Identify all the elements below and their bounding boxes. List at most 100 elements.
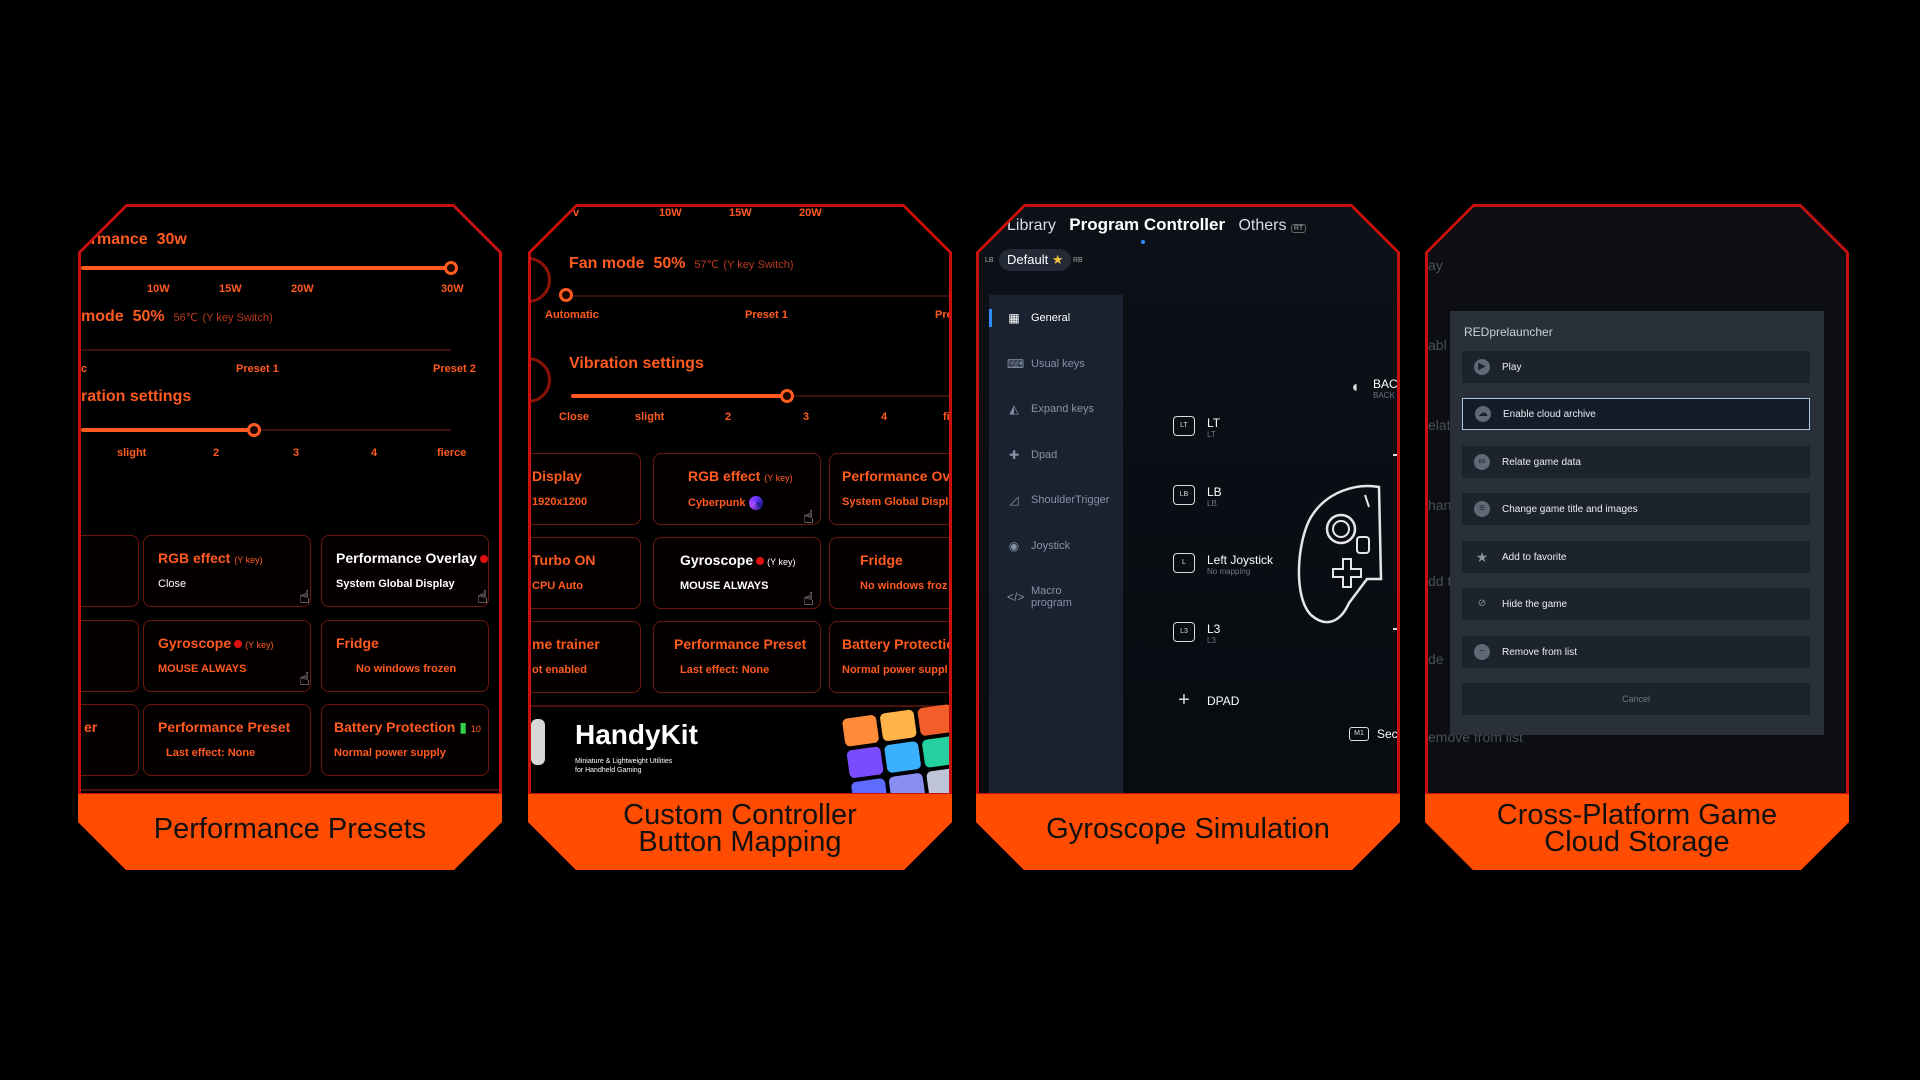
controller-config-screen: Library Program Controller Others RT LB … bbox=[979, 207, 1397, 793]
pointer-hand-icon: ☝ bbox=[299, 587, 310, 607]
tile-partial[interactable]: er bbox=[81, 704, 139, 776]
m1-button-icon: M1 bbox=[1349, 727, 1369, 741]
pointer-hand-icon: ☝ bbox=[803, 507, 814, 527]
performance-slider-knob[interactable] bbox=[444, 261, 458, 275]
card-controller-mapping: v 10W 15W 20W Fan mode 50% 57℃ (Y key Sw… bbox=[528, 204, 952, 870]
vib-tick: 3 bbox=[803, 411, 810, 423]
nav-general[interactable]: ▦General bbox=[1008, 311, 1071, 325]
fan-slider-track[interactable] bbox=[81, 349, 451, 351]
vibration-slider-knob[interactable] bbox=[780, 389, 794, 403]
eye-off-icon: ⊘ bbox=[1477, 598, 1487, 609]
performance-screen: ormance 30w 10W 15W 20W 30W mode 50% 56℃… bbox=[81, 207, 499, 793]
tile-partial[interactable] bbox=[81, 620, 139, 692]
tab-program-controller[interactable]: Program Controller bbox=[1069, 215, 1226, 234]
mapping-back[interactable]: BAC BACK bbox=[1373, 377, 1397, 400]
cancel-button[interactable]: Cancel bbox=[1462, 683, 1810, 715]
card-performance-presets: ormance 30w 10W 15W 20W 30W mode 50% 56℃… bbox=[78, 204, 502, 870]
menu-enable-cloud-archive[interactable]: ☁Enable cloud archive bbox=[1462, 398, 1810, 430]
card-gyroscope-simulation: Library Program Controller Others RT LB … bbox=[976, 204, 1400, 870]
dpad-icon: + bbox=[1178, 689, 1190, 711]
code-icon: </> bbox=[1007, 590, 1025, 604]
remove-icon: − bbox=[1474, 644, 1490, 660]
perf-tick: 20W bbox=[291, 283, 314, 295]
turbo-tile[interactable]: Turbo ON CPU Auto bbox=[531, 537, 641, 609]
dpad-icon: ✚ bbox=[1008, 448, 1020, 462]
menu-hide-the-game[interactable]: ⊘Hide the game bbox=[1462, 588, 1810, 620]
mapping-dpad[interactable]: + DPAD bbox=[1173, 689, 1239, 711]
performance-overlay-tile[interactable]: Performance Overlay System Global Displa… bbox=[321, 535, 489, 607]
perf-tick: 30W bbox=[441, 283, 464, 295]
vib-tick: slight bbox=[117, 447, 147, 459]
perf-tick: 15W bbox=[729, 207, 752, 219]
battery-protection-tile[interactable]: Battery Protection Normal power suppl bbox=[829, 621, 949, 693]
vib-tick: 2 bbox=[213, 447, 220, 459]
mapping-second[interactable]: Seco bbox=[1377, 727, 1397, 741]
pointer-hand-icon: ☝ bbox=[477, 587, 488, 607]
rt-hint: RT bbox=[1290, 224, 1307, 233]
fridge-tile[interactable]: Fridge No windows frozen bbox=[321, 620, 489, 692]
perf-tick: 15W bbox=[219, 283, 242, 295]
fridge-tile[interactable]: Fridge No windows froz bbox=[829, 537, 949, 609]
vibration-slider-knob[interactable] bbox=[247, 423, 261, 437]
context-menu-dialog: REDprelauncher ▶Play ☁Enable cloud archi… bbox=[1450, 311, 1824, 735]
active-nav-marker bbox=[989, 309, 992, 327]
back-button-icon: ◖ bbox=[1350, 379, 1360, 396]
battery-protection-tile[interactable]: Battery Protection ▮ 10 Normal power sup… bbox=[321, 704, 489, 776]
star-icon: ★ bbox=[1051, 252, 1064, 267]
profile-selector[interactable]: Default ★ bbox=[999, 249, 1072, 271]
menu-play[interactable]: ▶Play bbox=[1462, 351, 1810, 383]
handykit-logo: HandyKit bbox=[575, 719, 698, 750]
vib-tick: fierce bbox=[437, 447, 467, 459]
perf-tick: 20W bbox=[799, 207, 822, 219]
gyroscope-tile[interactable]: Gyroscope(Y key) MOUSE ALWAYS bbox=[653, 537, 821, 609]
pointer-hand-icon: ☝ bbox=[803, 589, 814, 609]
tile-partial[interactable] bbox=[81, 535, 139, 607]
nav-shoulder-trigger[interactable]: ◿ShoulderTrigger bbox=[989, 480, 1123, 520]
bg-menu-text: de bbox=[1428, 651, 1444, 667]
gyroscope-tile[interactable]: Gyroscope(Y key) MOUSE ALWAYS bbox=[143, 620, 311, 692]
tab-library[interactable]: Library bbox=[1007, 217, 1056, 234]
joystick-icon: ◉ bbox=[1008, 539, 1020, 553]
vib-tick: 4 bbox=[371, 447, 378, 459]
display-tile[interactable]: Display 1920x1200 bbox=[531, 453, 641, 525]
gamepad-icon: ◭ bbox=[1009, 402, 1019, 416]
nav-dpad[interactable]: ✚Dpad bbox=[1008, 448, 1058, 462]
rgb-effect-tile[interactable]: RGB effect (Y key) Cyberpunk bbox=[653, 453, 821, 525]
game-trainer-tile[interactable]: me trainer ot enabled bbox=[531, 621, 641, 693]
menu-change-title-images[interactable]: ≡Change game title and images bbox=[1462, 493, 1810, 525]
vibration-slider-track[interactable] bbox=[81, 429, 451, 431]
vibration-label: ration settings bbox=[81, 388, 192, 405]
perf-tick: 10W bbox=[659, 207, 682, 219]
controller-outline-illustration bbox=[1297, 454, 1397, 630]
divider bbox=[531, 705, 949, 707]
menu-relate-game-data[interactable]: ∞Relate game data bbox=[1462, 446, 1810, 478]
vibration-ring-icon bbox=[531, 357, 551, 403]
performance-preset-tile[interactable]: Performance Preset Last effect: None bbox=[143, 704, 311, 776]
card-cloud-storage: ay abl elat hang dd t de emove from list… bbox=[1425, 204, 1849, 870]
menu-remove-from-list[interactable]: −Remove from list bbox=[1462, 636, 1810, 668]
fan-tick: Preset 1 bbox=[745, 309, 788, 321]
vib-tick: slight bbox=[635, 411, 665, 423]
fan-tick: Preset 2 bbox=[433, 363, 476, 375]
menu-add-to-favorite[interactable]: ★Add to favorite bbox=[1462, 541, 1810, 573]
nav-expand-keys[interactable]: ◭Expand keys bbox=[989, 389, 1123, 429]
nav-joystick[interactable]: ◉Joystick bbox=[1008, 539, 1071, 553]
fan-slider-knob[interactable] bbox=[559, 288, 573, 302]
performance-preset-tile[interactable]: Performance Preset Last effect: None bbox=[653, 621, 821, 693]
fan-slider-track[interactable] bbox=[567, 295, 949, 297]
vib-tick: Close bbox=[559, 411, 589, 423]
performance-overlay-tile[interactable]: Performance Over System Global Displa bbox=[829, 453, 949, 525]
perf-tick: v bbox=[573, 207, 580, 219]
nav-usual-keys[interactable]: ⌨Usual keys bbox=[1007, 357, 1085, 371]
tab-others[interactable]: Others bbox=[1238, 217, 1287, 234]
rgb-effect-tile[interactable]: RGB effect (Y key) Close bbox=[143, 535, 311, 607]
fan-tick: Automatic bbox=[545, 309, 599, 321]
vib-tick: fi bbox=[943, 411, 949, 423]
cloud-icon: ☁ bbox=[1475, 406, 1491, 422]
